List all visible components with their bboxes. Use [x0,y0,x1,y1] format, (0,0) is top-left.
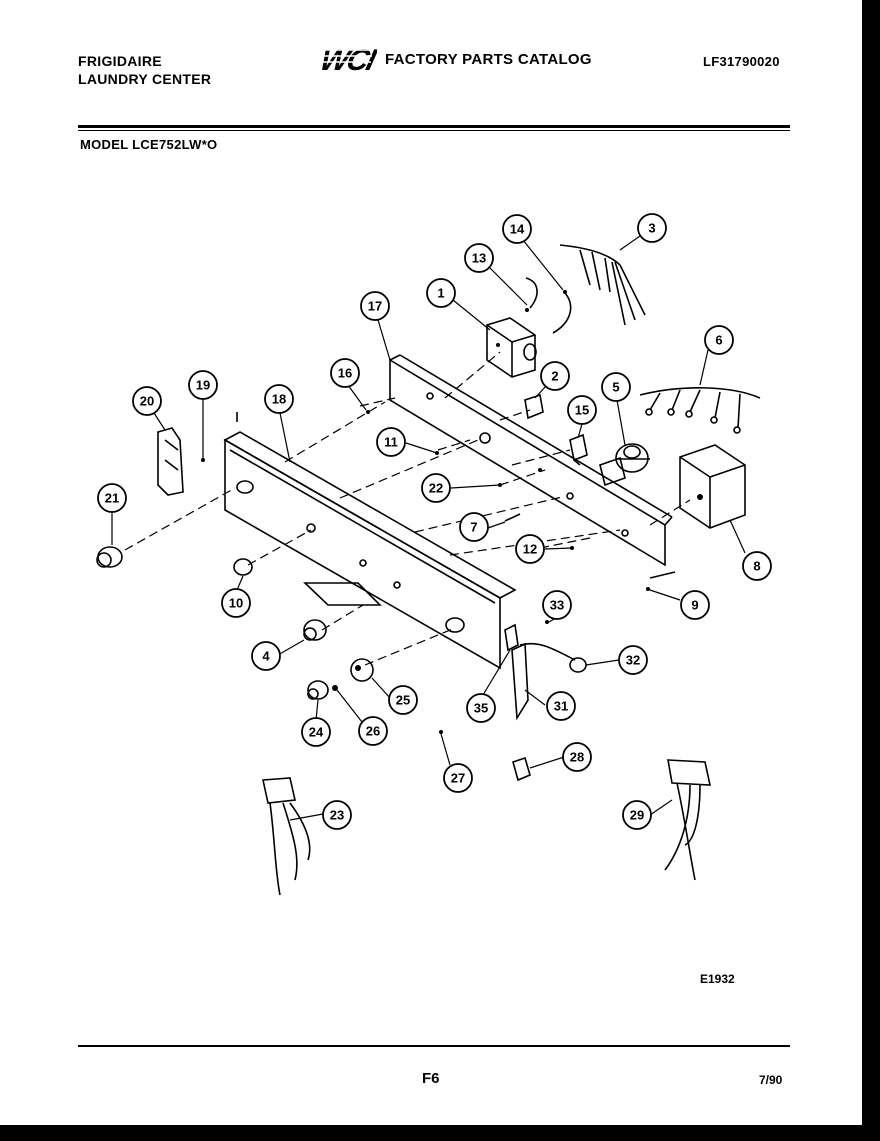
callout-22: 22 [421,473,451,503]
callout-21: 21 [97,483,127,513]
svg-text:15: 15 [575,403,589,418]
callout-20: 20 [132,386,162,416]
callout-27: 27 [443,763,473,793]
header-rule-thin [78,130,790,131]
svg-text:4: 4 [262,649,270,664]
callout-17: 17 [360,291,390,321]
callout-16: 16 [330,358,360,388]
svg-text:29: 29 [630,808,644,823]
callout-31: 31 [546,691,576,721]
svg-text:35: 35 [474,701,488,716]
svg-text:33: 33 [550,598,564,613]
svg-text:14: 14 [510,222,525,237]
callout-9: 9 [680,590,710,620]
svg-text:21: 21 [105,491,119,506]
svg-text:6: 6 [715,333,722,348]
callout-28: 28 [562,742,592,772]
svg-text:20: 20 [140,394,154,409]
page-number: F6 [422,1070,440,1087]
svg-text:9: 9 [691,598,698,613]
svg-text:27: 27 [451,771,465,786]
svg-text:24: 24 [309,725,324,740]
svg-text:18: 18 [272,392,286,407]
callout-7: 7 [459,512,489,542]
callout-10: 10 [221,588,251,618]
svg-text:5: 5 [612,380,619,395]
svg-text:32: 32 [626,653,640,668]
header-rule [78,125,790,128]
figure-id: E1932 [700,972,735,986]
callout-24: 24 [301,717,331,747]
svg-text:19: 19 [196,378,210,393]
brand-name: FRIGIDAIRE [78,53,162,69]
callout-11: 11 [376,427,406,457]
svg-text:16: 16 [338,366,352,381]
callout-6: 6 [704,325,734,355]
callout-33: 33 [542,590,572,620]
callout-29: 29 [622,800,652,830]
assembly-lines [124,351,691,666]
control-panel-drawing [223,354,673,670]
callout-19: 19 [188,370,218,400]
callout-32: 32 [618,645,648,675]
svg-text:3: 3 [648,221,655,236]
catalog-header: WCI FACTORY PARTS CATALOG [315,44,592,74]
svg-text:12: 12 [523,542,537,557]
part-drawings [96,244,761,896]
svg-text:10: 10 [229,596,243,611]
model-number: MODEL LCE752LW*O [80,137,218,152]
callout-23: 23 [322,800,352,830]
callout-3: 3 [637,213,667,243]
catalog-page [0,0,862,1125]
revision-date: 7/90 [759,1073,783,1087]
callout-5: 5 [601,372,631,402]
callout-8: 8 [742,551,772,581]
wci-logo: WCI [317,44,377,74]
svg-text:22: 22 [429,481,443,496]
svg-text:17: 17 [368,299,382,314]
svg-text:7: 7 [470,520,477,535]
svg-text:11: 11 [384,435,398,450]
document-number: LF31790020 [703,54,780,69]
catalog-title: FACTORY PARTS CATALOG [385,50,592,68]
callout-1: 1 [426,278,456,308]
svg-text:28: 28 [570,750,584,765]
callout-15: 15 [567,395,597,425]
callout-26: 26 [358,716,388,746]
leader-lines [111,235,746,821]
svg-text:23: 23 [330,808,344,823]
callout-13: 13 [464,243,494,273]
svg-text:26: 26 [366,724,380,739]
svg-text:WCI: WCI [317,44,377,74]
callout-2: 2 [540,361,570,391]
svg-text:25: 25 [396,693,410,708]
callout-18: 18 [264,384,294,414]
footer-rule [78,1045,790,1047]
callout-35: 35 [466,693,496,723]
callout-14: 14 [502,214,532,244]
product-line: LAUNDRY CENTER [78,71,212,87]
svg-text:31: 31 [554,699,568,714]
svg-text:1: 1 [437,286,444,301]
callout-12: 12 [515,534,545,564]
brand-block: FRIGIDAIRE LAUNDRY CENTER [78,52,211,88]
svg-text:13: 13 [472,251,486,266]
svg-text:8: 8 [753,559,760,574]
callout-25: 25 [388,685,418,715]
svg-text:2: 2 [551,369,558,384]
callout-4: 4 [251,641,281,671]
